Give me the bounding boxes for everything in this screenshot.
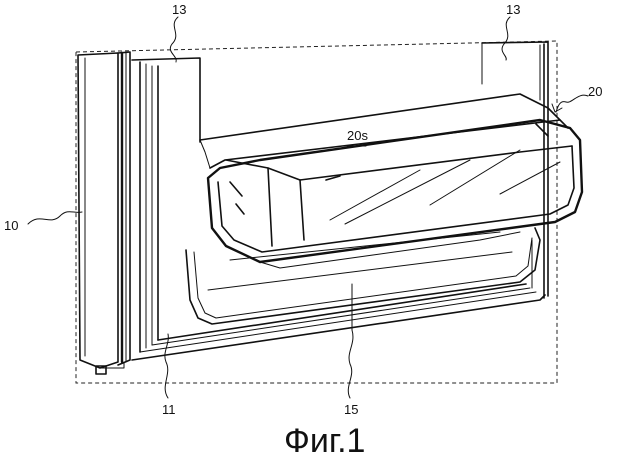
label-15: 15: [344, 402, 358, 417]
label-10: 10: [4, 218, 18, 233]
leader-lines: [28, 17, 588, 398]
label-13-right: 13: [506, 2, 520, 17]
label-13-left: 13: [172, 2, 186, 17]
door-basket: [200, 94, 582, 268]
label-20: 20: [588, 84, 602, 99]
reference-labels: 13 13 20 20s 10 11 15: [4, 2, 602, 417]
label-20s: 20s: [347, 128, 368, 143]
door-frame: [78, 52, 130, 374]
figure-caption: Фиг.1: [284, 422, 365, 460]
door-liner: [132, 58, 545, 360]
label-11: 11: [162, 402, 176, 417]
cabinet-dashed-outline: [76, 41, 557, 383]
